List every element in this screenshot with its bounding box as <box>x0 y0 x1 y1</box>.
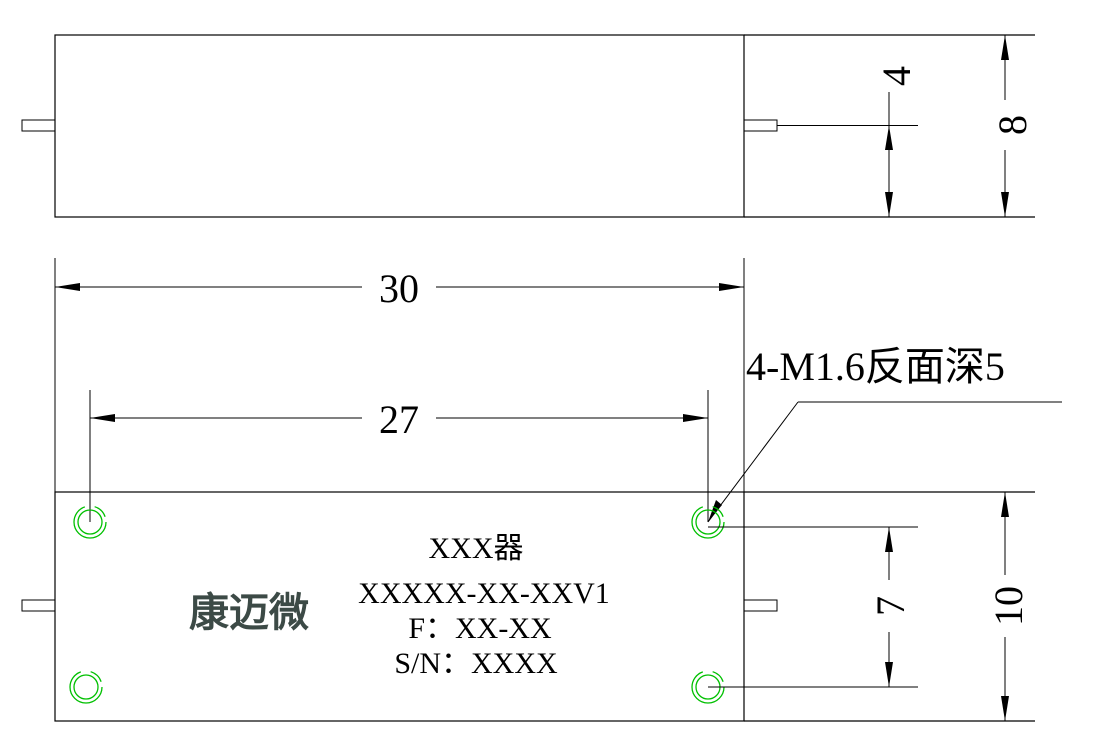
dim-arrow <box>683 414 708 422</box>
callout-arrow <box>708 500 722 522</box>
dim-arrow <box>885 192 893 217</box>
label-line-1: XXX器 <box>429 532 524 565</box>
dim-arrow <box>1001 696 1009 721</box>
dim-overall-width-text: 10 <box>986 586 1031 626</box>
dim-overall-length-text: 30 <box>379 266 419 311</box>
dim-arrow <box>885 527 893 552</box>
label-line-4: S/N：XXXX <box>394 647 558 680</box>
dim-arrow <box>1001 35 1009 60</box>
label-line-2: XXXXX-XX-XXV1 <box>358 577 610 610</box>
side-pin-left <box>21 119 56 132</box>
side-pin-right <box>743 119 778 132</box>
top-pin-right <box>743 599 778 612</box>
dim-pin-offset: 4 <box>874 66 919 217</box>
dim-hole-pitch-text: 7 <box>868 596 913 616</box>
dim-arrow <box>1001 192 1009 217</box>
hole-inner <box>73 674 99 700</box>
hole-inner <box>695 509 721 535</box>
product-label: XXX器 XXXXX-XX-XXV1 F：XX-XX S/N：XXXX <box>358 532 610 680</box>
dim-arrow <box>885 662 893 687</box>
holes-note-text: 4-M1.6反面深5 <box>746 344 1005 389</box>
dim-side-height-text: 8 <box>990 115 1035 135</box>
dim-side-height: 8 <box>990 35 1035 217</box>
hole-thread <box>73 505 107 539</box>
hole-thread <box>69 670 103 704</box>
dim-pin-offset-text: 4 <box>874 66 919 86</box>
side-view-body <box>54 34 745 218</box>
side-view <box>21 34 1035 218</box>
dim-hole-spacing-text: 27 <box>379 397 419 442</box>
brand-logo: 康迈微 <box>189 590 309 636</box>
dim-overall-length: 30 <box>55 266 744 311</box>
holes-callout: 4-M1.6反面深5 <box>707 344 1062 523</box>
top-view <box>21 491 1035 722</box>
dim-arrow <box>719 283 744 291</box>
dim-arrow <box>1001 492 1009 517</box>
callout-leader <box>707 401 799 523</box>
dim-arrow <box>90 414 115 422</box>
dim-hole-spacing: 27 <box>90 397 708 442</box>
label-line-3: F：XX-XX <box>408 612 552 645</box>
top-pin-left <box>21 599 56 612</box>
hole-inner <box>77 509 103 535</box>
hole-thread <box>691 505 725 539</box>
dim-overall-width: 10 <box>986 492 1031 721</box>
dim-arrow <box>885 125 893 150</box>
dim-arrow <box>55 283 80 291</box>
mounting-holes <box>69 505 725 704</box>
dim-text-gap <box>990 100 1020 150</box>
dim-hole-pitch: 7 <box>868 527 913 687</box>
